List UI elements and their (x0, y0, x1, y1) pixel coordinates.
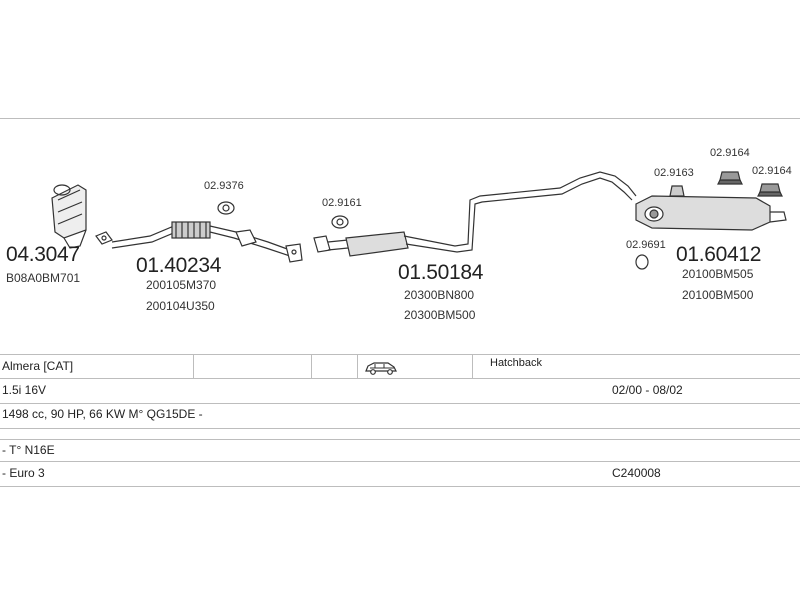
vehicle-specs: 1498 cc, 90 HP, 66 KW M° QG15DE - (2, 407, 203, 421)
flange-part (95, 231, 113, 245)
part-code-0160412-b: 20100BM500 (682, 288, 754, 302)
part-number-029163: 02.9163 (654, 167, 694, 179)
part-number-043047: 04.3047 (6, 243, 80, 266)
table-divider-2 (311, 354, 312, 378)
part-number-029164-a: 02.9164 (710, 147, 750, 159)
front-pipe-part (111, 221, 303, 263)
gasket-029161-part (331, 215, 349, 229)
vehicle-emission: - Euro 3 (2, 466, 45, 480)
vehicle-body-type: Hatchback (490, 357, 542, 369)
part-number-029161: 02.9161 (322, 197, 362, 209)
part-code-0140234-b: 200104U350 (146, 299, 215, 313)
table-divider-1 (193, 354, 194, 378)
hanger-029163-part (669, 185, 685, 197)
part-code-0140234-a: 200105M370 (146, 278, 217, 292)
table-rule-4 (0, 428, 800, 429)
part-code-0160412-a: 20100BM505 (682, 267, 754, 281)
car-icon (365, 362, 397, 375)
middle-silencer-part (313, 171, 637, 257)
vehicle-engine: 1.5i 16V (2, 383, 47, 397)
table-rule-7 (0, 486, 800, 487)
hanger-029164a-part (717, 171, 743, 185)
part-number-029376: 02.9376 (204, 180, 244, 192)
part-code-0150184-b: 20300BM500 (404, 308, 476, 322)
table-divider-3 (357, 354, 358, 378)
part-number-0140234: 01.40234 (136, 254, 222, 277)
vehicle-model: Almera [CAT] (2, 359, 74, 373)
hanger-029164b-part (757, 183, 783, 197)
table-rule-5 (0, 439, 800, 440)
exhaust-system-diagram (51, 171, 787, 270)
vehicle-type-code: - T° N16E (2, 443, 55, 457)
top-rule (0, 118, 800, 119)
vehicle-years: 02/00 - 08/02 (612, 383, 683, 397)
table-rule-3 (0, 403, 800, 404)
part-code-0150184-a: 20300BN800 (404, 288, 475, 302)
gasket-029376-part (217, 201, 235, 215)
table-divider-4 (472, 354, 473, 378)
rear-silencer-part (635, 195, 787, 231)
part-number-0150184: 01.50184 (398, 261, 484, 284)
catalytic-converter-part (51, 184, 87, 249)
part-number-029691: 02.9691 (626, 239, 666, 251)
part-number-029164-b: 02.9164 (752, 165, 792, 177)
table-rule-6 (0, 461, 800, 462)
vehicle-ref: C240008 (612, 466, 661, 480)
part-code-043047: B08A0BM701 (6, 271, 81, 285)
table-rule-2 (0, 378, 800, 379)
part-number-0160412: 01.60412 (676, 243, 762, 266)
ring-029691-part (635, 254, 649, 270)
table-rule-1 (0, 354, 800, 355)
